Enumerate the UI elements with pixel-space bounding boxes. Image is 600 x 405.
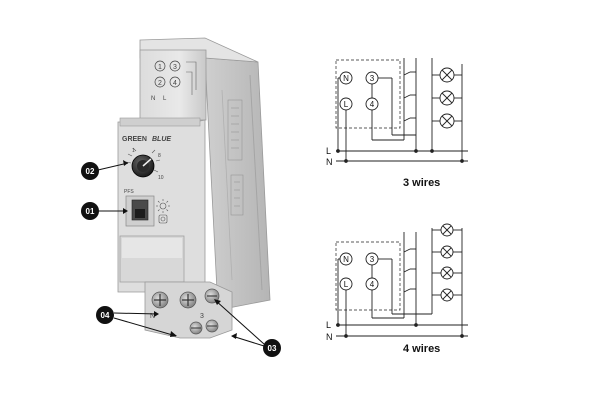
terminal-3-label: 3 xyxy=(173,64,177,71)
top-terminal-markings: 1 3 2 4 N L xyxy=(151,60,197,102)
terminal-screws xyxy=(151,288,220,335)
node-4-3w: 4 xyxy=(370,100,375,109)
callout-04-label: 04 xyxy=(101,311,110,320)
caption-4-wires: 4 wires xyxy=(403,343,440,355)
dial-mark-10: 10 xyxy=(158,175,164,181)
device-lower-body xyxy=(144,281,233,339)
callout-03-label: 03 xyxy=(268,344,277,353)
lamp-icons-4w xyxy=(440,223,454,302)
bottom-label-3: 3 xyxy=(200,313,204,320)
callout-01 xyxy=(81,202,99,220)
wiring-diagram-3-wires-labels: N 3 L 4 L N 3 wires xyxy=(326,74,440,189)
line-n-3w: N xyxy=(326,157,333,167)
wiring-diagram-4-wires-labels: N 3 L 4 L N 4 wires xyxy=(326,255,440,355)
dial-mark-1: 1 xyxy=(132,148,135,154)
terminal-2-label: 2 xyxy=(158,80,162,87)
top-letter-n: N xyxy=(151,96,155,102)
callout-01-label: 01 xyxy=(86,207,95,216)
device-side-panel xyxy=(204,57,271,311)
sun-icon xyxy=(156,199,170,213)
device-photo: 1 3 2 4 N L GREEN BLUE 1 8 10 xyxy=(117,37,271,339)
callout-04 xyxy=(96,306,114,324)
node-n-4w: N xyxy=(343,255,349,264)
wiring-diagram-3-wires xyxy=(335,58,468,163)
device-side-label-block xyxy=(227,99,244,216)
dial-side-label: PFS xyxy=(124,189,134,195)
brand-green: GREEN xyxy=(122,136,147,143)
dial-scale xyxy=(125,147,161,173)
node-4-4w: 4 xyxy=(370,280,375,289)
top-letter-l: L xyxy=(163,96,167,102)
callouts: 02 01 04 03 xyxy=(81,160,281,357)
line-l-3w: L xyxy=(326,146,331,156)
terminal-1-label: 1 xyxy=(158,64,162,71)
brand-blue: BLUE xyxy=(152,136,171,143)
terminal-4-label: 4 xyxy=(173,80,177,87)
callout-02 xyxy=(81,162,99,180)
hand-icon xyxy=(158,214,168,224)
node-n-3w: N xyxy=(343,74,349,83)
mode-switch[interactable] xyxy=(125,195,155,227)
dial-mark-8: 8 xyxy=(158,153,161,159)
callout-02-label: 02 xyxy=(86,167,95,176)
node-3-3w: 3 xyxy=(370,74,375,83)
line-l-4w: L xyxy=(326,320,331,330)
wiring-diagram-4-wires xyxy=(335,223,468,338)
line-n-4w: N xyxy=(326,332,333,342)
node-l-3w: L xyxy=(344,100,349,109)
caption-3-wires: 3 wires xyxy=(403,177,440,189)
lamp-icons-3w xyxy=(439,67,455,129)
callout-03 xyxy=(263,339,281,357)
bottom-label-n: N xyxy=(150,313,155,320)
node-l-4w: L xyxy=(344,280,349,289)
node-3-4w: 3 xyxy=(370,255,375,264)
